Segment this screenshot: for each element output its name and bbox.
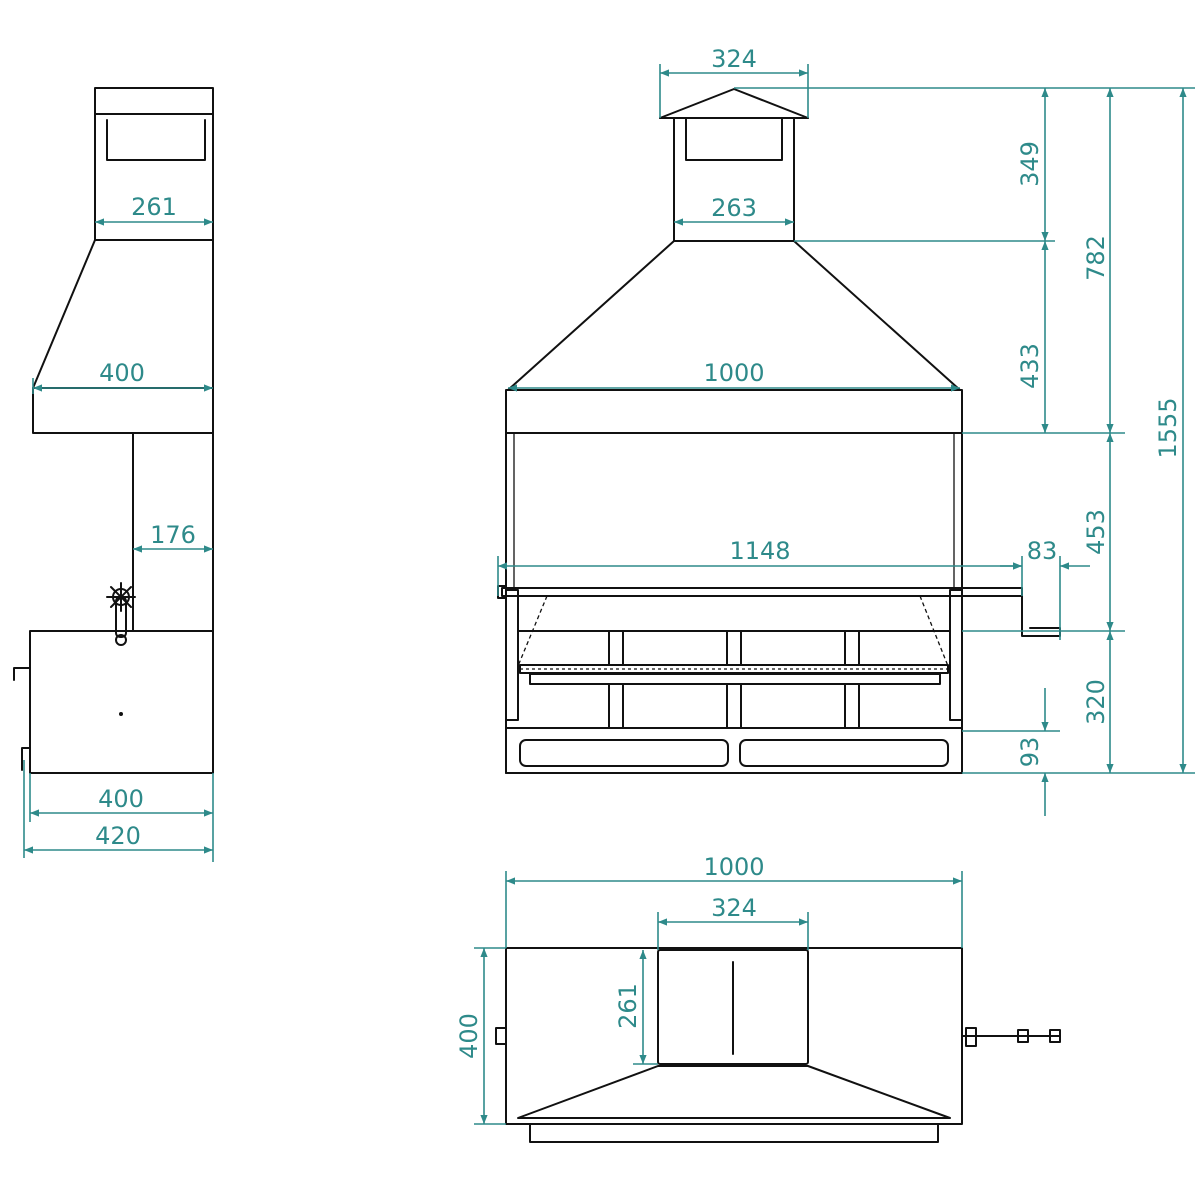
- front-chimney-height-label: 349: [1016, 141, 1044, 187]
- front-grill-height-label: 320: [1082, 679, 1110, 725]
- side-hood-width-label: 400: [99, 359, 145, 387]
- front-hood-height-label: 433: [1016, 343, 1044, 389]
- front-opening-height-label: 453: [1082, 509, 1110, 555]
- top-chimney-width-label: 324: [711, 894, 757, 922]
- front-upper-height-label: 782: [1082, 235, 1110, 281]
- top-view: [495, 947, 1061, 1143]
- hook-icon: [13, 667, 31, 681]
- hook-icon: [21, 747, 31, 771]
- front-overall-height-label: 1555: [1154, 397, 1182, 458]
- side-view: [13, 87, 214, 774]
- front-view: [497, 88, 1061, 774]
- dimension-labels: 261 400 176 400 420 324 263 1000 1148 83…: [95, 45, 1182, 1059]
- front-crank-offset-label: 83: [1027, 537, 1058, 565]
- front-chimney-width-label: 263: [711, 194, 757, 222]
- fixing-dot: [119, 712, 123, 716]
- spit-wheel-icon: [106, 582, 136, 646]
- side-overall-depth-label: 420: [95, 822, 141, 850]
- side-base-depth-label: 400: [98, 785, 144, 813]
- side-chimney-width-label: 261: [131, 193, 177, 221]
- front-hood-width-label: 1000: [703, 359, 764, 387]
- front-spit-length-label: 1148: [729, 537, 790, 565]
- front-cap-width-label: 324: [711, 45, 757, 73]
- dimension-lines: [23, 64, 1195, 1125]
- top-overall-depth-label: 400: [455, 1013, 483, 1059]
- top-chimney-depth-label: 261: [614, 983, 642, 1029]
- side-back-depth-label: 176: [150, 521, 196, 549]
- front-drawer-height-label: 93: [1016, 737, 1044, 768]
- top-overall-width-label: 1000: [703, 853, 764, 881]
